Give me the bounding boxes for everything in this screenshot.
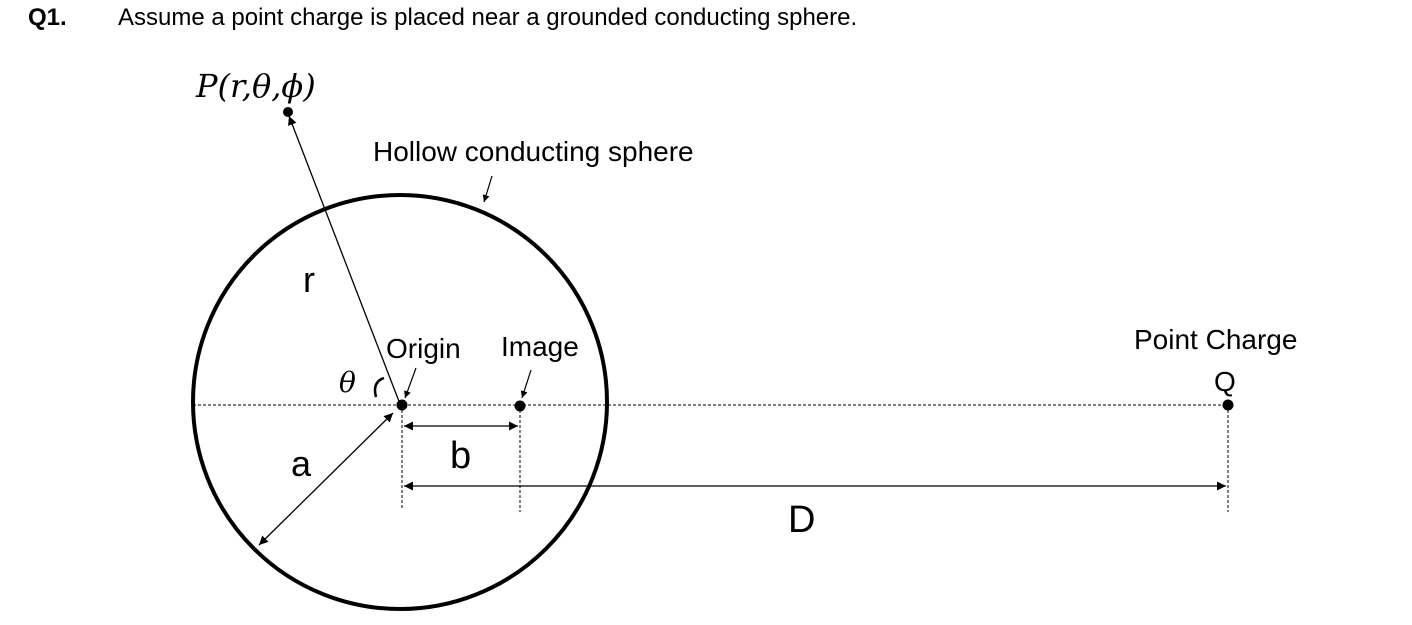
b-label: b	[450, 435, 471, 477]
conducting-sphere	[191, 193, 609, 611]
sphere-pointer	[482, 175, 493, 203]
question-text: Assume a point charge is placed near a g…	[118, 4, 858, 31]
image-charge-point	[514, 400, 526, 412]
image-pointer	[520, 369, 532, 399]
sphere-label: Hollow conducting sphere	[373, 136, 694, 167]
radius-a-arrow	[258, 412, 394, 546]
question-number: Q1.	[28, 4, 67, 31]
a-label: a	[291, 443, 312, 484]
image-label: Image	[501, 331, 579, 362]
origin-point	[396, 399, 408, 411]
point-P	[283, 107, 293, 117]
r-vector	[288, 115, 401, 405]
r-label: r	[303, 259, 315, 300]
theta-label: θ	[339, 366, 356, 399]
point-charge-Q	[1222, 399, 1234, 411]
origin-label: Origin	[386, 333, 461, 364]
point-P-label: P(r,θ,ϕ)	[195, 67, 316, 105]
origin-pointer	[404, 367, 417, 399]
D-label: D	[788, 499, 815, 541]
charge-label: Point Charge	[1134, 324, 1297, 355]
theta-arc	[373, 376, 385, 398]
charge-symbol: Q	[1214, 366, 1236, 397]
